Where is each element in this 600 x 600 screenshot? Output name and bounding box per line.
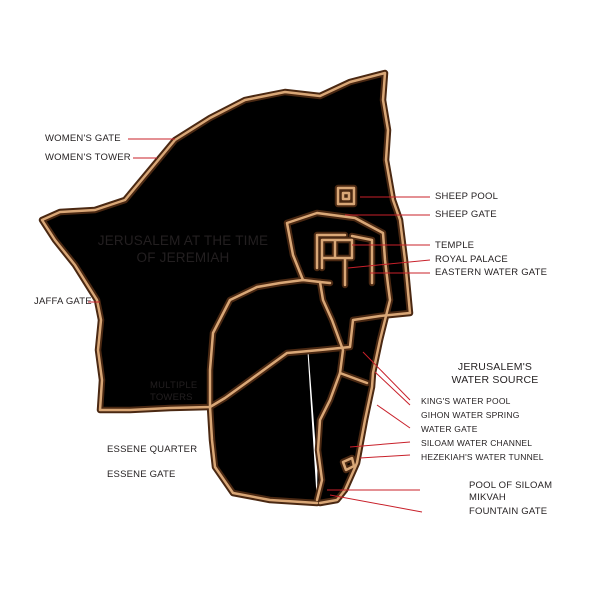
water-source-line-1: JERUSALEM'S: [457, 361, 533, 373]
label-royal-palace: ROYAL PALACE: [435, 254, 508, 265]
label-fountain-gate: FOUNTAIN GATE: [469, 506, 548, 517]
title-line-2: OF JEREMIAH: [136, 250, 230, 265]
label-womens-gate: WOMEN'S GATE: [45, 133, 121, 144]
label-sheep-pool: SHEEP POOL: [435, 191, 499, 202]
label-pool-of-siloam: POOL OF SILOAM: [469, 480, 553, 491]
label-essene-gate: ESSENE GATE: [107, 469, 176, 480]
inner-city-wall: [210, 280, 317, 503]
temple-building: [317, 235, 372, 285]
label-hezekiahs-water-tunnel: HEZEKIAH'S WATER TUNNEL: [421, 452, 544, 462]
label-essene-quarter: ESSENE QUARTER: [107, 444, 198, 455]
label-gihon-water-spring: GIHON WATER SPRING: [421, 410, 520, 420]
water-source-heading: JERUSALEM'S WATER SOURCE: [440, 361, 550, 387]
leader-lines: [88, 138, 431, 513]
water-source-line-2: WATER SOURCE: [451, 374, 539, 386]
label-mikvah: MIKVAH: [469, 492, 506, 503]
label-eastern-water-gate: EASTERN WATER GATE: [435, 267, 548, 278]
label-jaffa-gate: JAFFA GATE: [34, 296, 92, 307]
label-sheep-gate: SHEEP GATE: [435, 209, 497, 220]
multiple-towers-line-2: TOWERS: [150, 392, 193, 403]
label-siloam-water-channel: SILOAM WATER CHANNEL: [421, 438, 533, 448]
label-water-gate: WATER GATE: [421, 424, 478, 434]
map-title: JERUSALEM AT THE TIME OF JEREMIAH: [88, 232, 278, 266]
label-kings-water-pool: KING'S WATER POOL: [421, 396, 511, 406]
label-womens-tower: WOMEN'S TOWER: [45, 152, 131, 163]
label-temple: TEMPLE: [435, 240, 475, 251]
multiple-towers-line-1: MULTIPLE: [150, 380, 198, 391]
title-line-1: JERUSALEM AT THE TIME: [97, 233, 269, 248]
label-multiple-towers: MULTIPLE TOWERS: [150, 380, 197, 404]
